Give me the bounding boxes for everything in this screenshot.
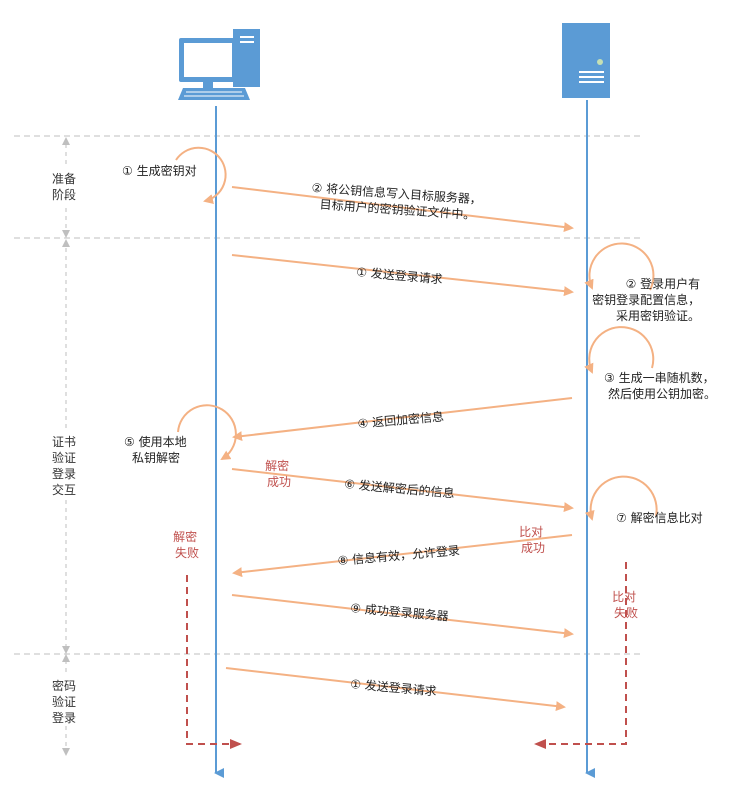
step-return-encrypted: ④ 返回加密信息	[357, 408, 445, 430]
loop-compare	[584, 475, 658, 521]
step-server-check: ② 登录用户有 密钥登录配置信息， 采用密钥验证。	[592, 276, 704, 323]
phase-label-cert: 证书 验证 登录 交互	[52, 435, 80, 497]
outcome-compare-fail: 比对 失败	[612, 590, 640, 620]
arrow-send-login-2	[225, 667, 566, 712]
step-info-valid: ⑧ 信息有效，允许登录	[337, 542, 460, 568]
loop-gen-keypair	[175, 146, 227, 204]
phase-dividers	[14, 135, 640, 655]
step-send-decrypted: ⑥ 发送解密后的信息	[344, 476, 455, 501]
phase-label-password: 密码 验证 登录	[52, 678, 80, 725]
arrow-login-success	[231, 594, 574, 639]
step-send-login-1: ① 发送登录请求	[356, 264, 444, 286]
step-compare: ⑦ 解密信息比对	[616, 510, 703, 525]
step-login-success: ⑨ 成功登录服务器	[350, 600, 450, 624]
phase-label-prepare: 准备 阶段	[52, 172, 80, 202]
outcome-compare-ok: 比对 成功	[519, 525, 547, 555]
failure-paths	[186, 562, 627, 749]
arrow-info-valid	[232, 534, 573, 578]
arrow-send-login-1	[231, 254, 574, 297]
step-decrypt-local: ⑤ 使用本地 私钥解密	[124, 434, 190, 465]
loop-gen-random	[584, 326, 655, 374]
step-gen-random: ③ 生成一串随机数， 然后使用公钥加密。	[604, 370, 718, 401]
decrypt-fail-path	[186, 575, 242, 749]
self-loops	[175, 146, 658, 521]
compare-fail-path	[534, 562, 627, 749]
arrow-return-encrypted	[232, 397, 573, 442]
outcome-decrypt-fail: 解密 失败	[173, 529, 201, 560]
outcome-decrypt-ok: 解密 成功	[265, 458, 293, 489]
step-write-pubkey: ② 将公钥信息写入目标服务器， 目标用户的密钥验证文件中。	[310, 180, 486, 223]
message-arrows	[225, 186, 574, 712]
server-tower-icon	[562, 23, 610, 98]
arrow-send-decrypted	[231, 468, 574, 513]
step-gen-keypair: ① 生成密钥对	[122, 163, 197, 178]
loop-decrypt-local	[177, 404, 237, 461]
loop-server-check	[584, 242, 655, 291]
step-send-login-2: ① 发送登录请求	[350, 676, 438, 698]
desktop-computer-icon	[178, 29, 260, 100]
arrow-write-pubkey	[231, 186, 574, 233]
